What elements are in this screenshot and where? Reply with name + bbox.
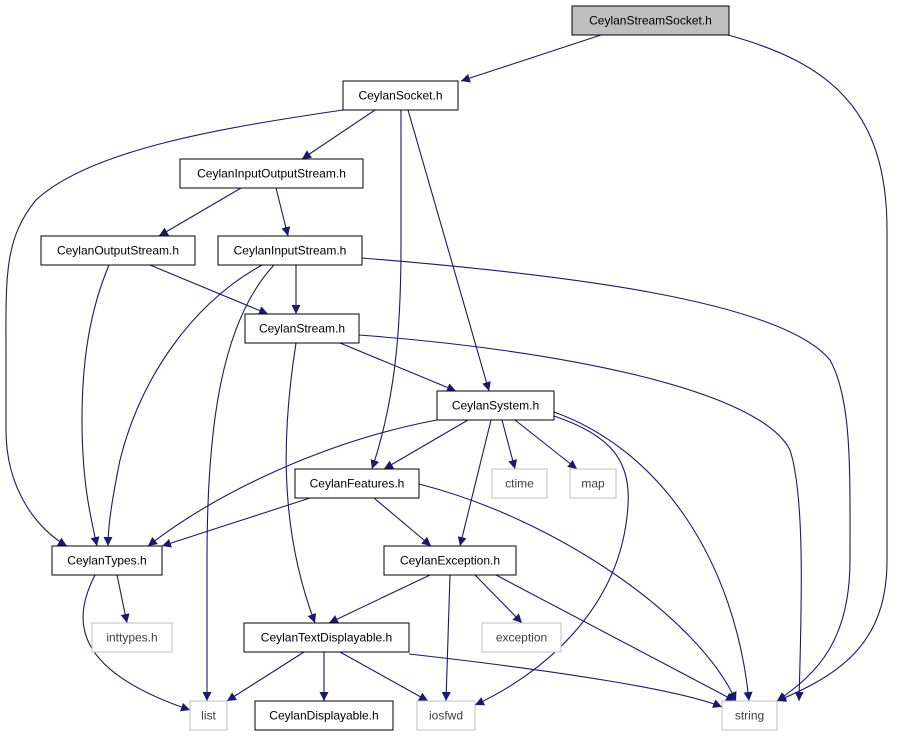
node-box: [244, 313, 360, 344]
node-label: CeylanStreamSocket.h: [589, 14, 712, 28]
node-stream[interactable]: CeylanStream.h: [244, 313, 360, 344]
node-label: iosfwd: [429, 709, 463, 723]
edge-socket-to-io_stream: [301, 109, 376, 160]
edge-in_stream-to-types: [103, 264, 263, 547]
node-text-disp[interactable]: CeylanTextDisplayable.h: [243, 622, 410, 653]
node-box: [179, 158, 364, 189]
node-stream-socket[interactable]: CeylanStreamSocket.h: [571, 5, 730, 36]
node-label: CeylanDisplayable.h: [269, 709, 378, 723]
node-exception-h[interactable]: CeylanException.h: [383, 545, 517, 576]
node-label: CeylanSystem.h: [452, 399, 539, 413]
node-types[interactable]: CeylanTypes.h: [51, 545, 163, 576]
edge-system-to-string: [553, 411, 753, 702]
node-box: [254, 700, 394, 731]
edge-socket-to-features: [370, 110, 402, 470]
edge-exception_h-to-string: [495, 574, 736, 702]
edge-types-to-list: [82, 574, 191, 712]
node-io-stream[interactable]: CeylanInputOutputStream.h: [179, 158, 364, 189]
node-inttypes: inttypes.h: [91, 622, 173, 653]
edge-system-to-exception_h: [457, 419, 492, 547]
node-displayable[interactable]: CeylanDisplayable.h: [254, 700, 394, 731]
edge-system-to-iosfwd: [474, 415, 629, 706]
edge-socket-to-types: [5, 109, 344, 547]
node-label: map: [581, 477, 605, 491]
node-box: [721, 700, 778, 731]
edge-stream-to-text_disp: [285, 342, 317, 624]
node-box: [243, 622, 410, 653]
edge-system-to-features: [383, 419, 469, 470]
node-box: [40, 235, 196, 266]
edge-out_stream-to-stream: [149, 264, 269, 315]
edge-exception_h-to-iosfwd: [441, 574, 451, 702]
edge-types-to-inttypes: [116, 574, 130, 624]
edge-stream-to-string: [358, 334, 804, 702]
node-label: CeylanException.h: [400, 554, 500, 568]
node-socket[interactable]: CeylanSocket.h: [342, 80, 459, 111]
edge-stream_socket-to-string: [727, 34, 888, 702]
node-label: CeylanTextDisplayable.h: [261, 631, 392, 645]
edge-system-to-map: [514, 419, 578, 470]
edge-socket-to-system: [407, 109, 491, 392]
edge-stream-to-system: [339, 342, 457, 392]
edge-features-to-string: [418, 483, 737, 702]
node-label: CeylanTypes.h: [67, 554, 146, 568]
node-label: inttypes.h: [106, 631, 157, 645]
edge-io_stream-to-in_stream: [275, 187, 291, 237]
node-box: [571, 5, 730, 36]
edge-out_stream-to-types: [81, 264, 110, 547]
node-exception: exception: [481, 622, 562, 653]
node-label: CeylanInputOutputStream.h: [197, 167, 346, 181]
node-list: list: [189, 700, 228, 731]
nodes-layer: CeylanStreamSocket.hCeylanSocket.hCeylan…: [40, 5, 778, 731]
node-iosfwd: iosfwd: [416, 700, 476, 731]
edge-stream_socket-to-socket: [460, 34, 602, 83]
node-out-stream[interactable]: CeylanOutputStream.h: [40, 235, 196, 266]
edge-system-to-ctime: [501, 419, 518, 470]
node-label: string: [735, 709, 764, 723]
node-features[interactable]: CeylanFeatures.h: [294, 468, 420, 499]
node-label: CeylanOutputStream.h: [57, 244, 179, 258]
edge-exception_h-to-text_disp: [328, 574, 431, 624]
node-box: [51, 545, 163, 576]
edge-io_stream-to-out_stream: [158, 187, 242, 237]
node-label: CeylanStream.h: [259, 322, 345, 336]
node-label: ctime: [505, 477, 534, 491]
node-system[interactable]: CeylanSystem.h: [436, 390, 555, 421]
node-label: exception: [496, 631, 547, 645]
edge-text_disp-to-list: [226, 651, 305, 702]
node-box: [569, 468, 617, 499]
node-label: CeylanFeatures.h: [310, 477, 405, 491]
node-box: [91, 622, 173, 653]
node-in-stream[interactable]: CeylanInputStream.h: [217, 235, 363, 266]
node-box: [436, 390, 555, 421]
node-box: [481, 622, 562, 653]
node-box: [491, 468, 548, 499]
edge-text_disp-to-string: [408, 653, 723, 708]
node-box: [383, 545, 517, 576]
node-box: [416, 700, 476, 731]
edge-features-to-types: [161, 497, 311, 548]
edge-in_stream-to-string: [361, 257, 851, 702]
edge-in_stream-to-list: [202, 264, 275, 701]
edge-text_disp-to-iosfwd: [339, 651, 429, 702]
node-map: map: [569, 468, 617, 499]
node-box: [189, 700, 228, 731]
node-ctime: ctime: [491, 468, 548, 499]
edge-exception_h-to-exception: [474, 574, 523, 624]
node-label: CeylanSocket.h: [358, 89, 442, 103]
node-string: string: [721, 700, 778, 731]
edges-layer: [5, 34, 888, 712]
node-box: [342, 80, 459, 111]
node-label: list: [201, 709, 216, 723]
node-box: [217, 235, 363, 266]
node-box: [294, 468, 420, 499]
edge-features-to-exception_h: [373, 497, 432, 547]
edge-system-to-types: [147, 419, 438, 547]
node-label: CeylanInputStream.h: [234, 244, 347, 258]
